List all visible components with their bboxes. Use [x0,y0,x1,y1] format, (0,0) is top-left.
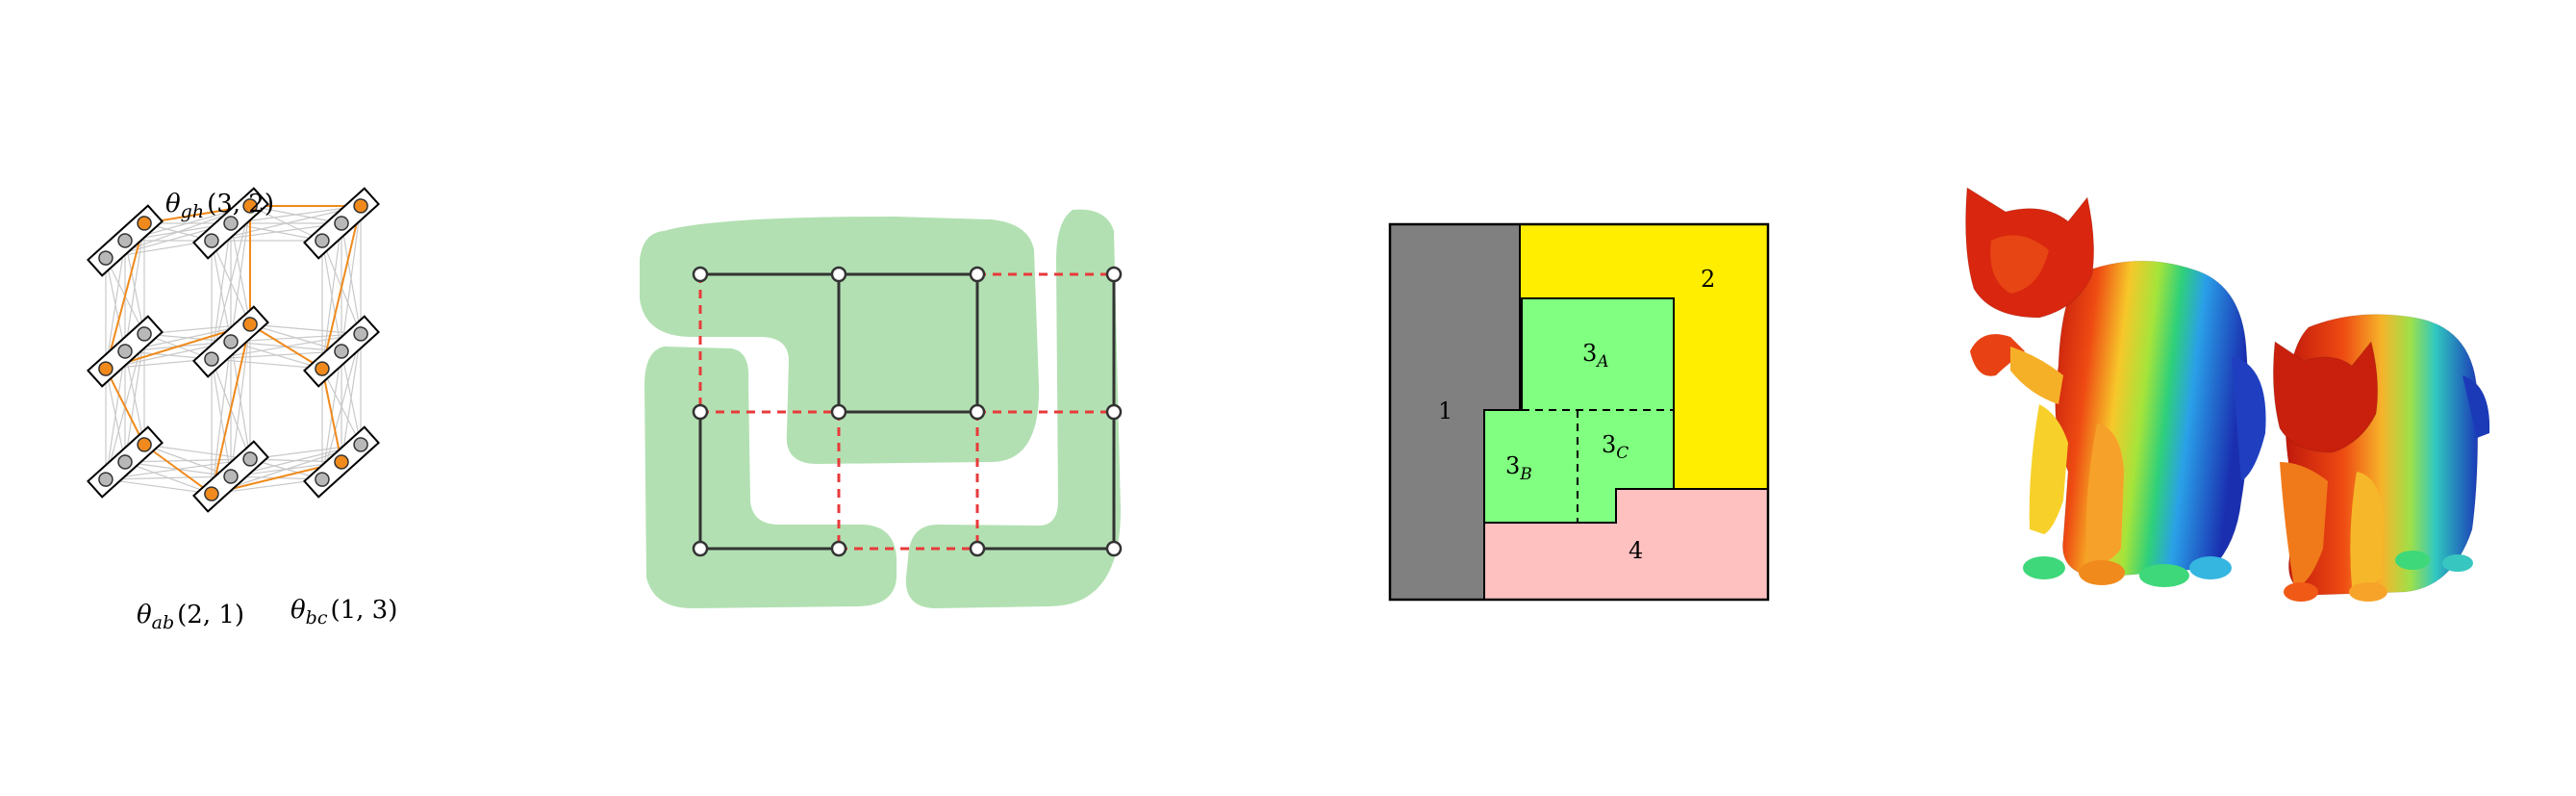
cat-meshes-svg [1965,187,2490,602]
grid-node [692,540,709,557]
factor-box [192,305,269,378]
gray-edge [124,461,213,495]
grid-regions-svg [640,209,1123,608]
orange-edge [105,222,145,370]
factor-box [87,425,164,499]
highlight-node [353,198,368,214]
gray-node [315,233,330,248]
gray-edge [341,333,362,463]
label-theta-ab: θab(2, 1) [137,601,244,633]
grid-node [1105,403,1123,421]
orange-edge [143,444,213,495]
gray-node [117,344,133,359]
highlight-node [137,437,152,452]
gray-edge [249,205,323,242]
factor-box [87,204,164,277]
gray-edge [105,240,126,370]
highlight-node [137,216,152,231]
cat-mesh-large-icon [1965,187,2266,587]
gray-edge [105,350,126,480]
factor-box [303,187,380,260]
grid-node [1105,266,1123,283]
gray-edge [321,222,342,370]
gray-edge [341,205,362,352]
gray-node [334,344,349,359]
gray-edge [230,323,251,477]
gray-node [117,454,133,470]
gray-node [117,233,133,248]
factor-box [192,187,269,260]
factor-box [87,315,164,388]
grid-edges [698,272,1116,551]
grid-node [969,266,986,283]
orange-edge [249,323,323,370]
grid-node [830,266,847,283]
gray-node [204,233,219,248]
highlight-node [242,317,258,332]
grid-node [969,403,986,421]
factor-graph-svg: θgh(3, 2) θab(2, 1) θbc(1, 3) [87,187,397,633]
gray-node [353,326,368,342]
label-theta-bc: θbc(1, 3) [290,596,397,629]
gray-node [98,250,114,266]
cat-mesh-small-icon [2272,314,2490,602]
green-region-right [905,209,1121,608]
panel-d-cat-meshes [1953,183,2530,616]
orange-edge [211,323,251,495]
orange-edge [321,368,342,463]
grid-node [830,403,847,421]
highlight-node [315,361,330,376]
grid-node [969,540,986,557]
factor-box [303,425,380,499]
panel-c-partition: 1 2 3A 3B 3C 4 [1385,221,1780,606]
gray-edge [211,358,323,370]
gray-edge [249,323,362,335]
label-region-3b: 3B [1505,452,1532,484]
gray-edge [249,323,342,352]
highlight-node [334,454,349,470]
panel-a-factor-graph: θgh(3, 2) θab(2, 1) θbc(1, 3) [87,173,510,635]
gray-node [204,351,219,367]
grid-node [1105,540,1123,557]
highlight-node [204,486,219,501]
label-region-3a: 3A [1582,340,1609,372]
gray-node [242,451,258,467]
orange-edge [105,368,145,446]
gray-edge [124,222,145,352]
gray-edge [230,222,323,242]
node-boxes [87,187,380,513]
label-region-2: 2 [1701,266,1715,293]
gray-edge [211,341,232,495]
gray-node [98,472,114,487]
gray-edge [143,444,251,460]
gray-edge [230,205,251,343]
orange-edge [321,205,362,370]
gray-node [223,469,239,484]
gray-node [334,216,349,231]
gray-edge [105,478,213,495]
highlight-node [242,198,258,214]
gray-node [137,326,152,342]
label-region-1: 1 [1438,398,1452,424]
label-region-4: 4 [1629,537,1643,564]
partition-border [1388,222,1770,602]
gray-node [353,437,368,452]
partition-svg: 1 2 3A 3B 3C 4 [1388,222,1770,602]
gray-edge [249,205,342,224]
label-region-3c: 3C [1602,431,1629,463]
gray-node [223,216,239,231]
grid-node [830,540,847,557]
panel-b-grid-regions [625,193,1183,626]
gray-node [223,334,239,349]
factor-box [303,315,380,388]
grid-node [692,403,709,421]
highlight-node [98,361,114,376]
grid-node [692,266,709,283]
grid-nodes [692,266,1123,557]
gray-edge [124,333,145,463]
label-theta-gh: θgh(3, 2) [165,190,274,222]
gray-node [315,472,330,487]
factor-box [192,440,269,513]
gray-edge [211,222,232,360]
